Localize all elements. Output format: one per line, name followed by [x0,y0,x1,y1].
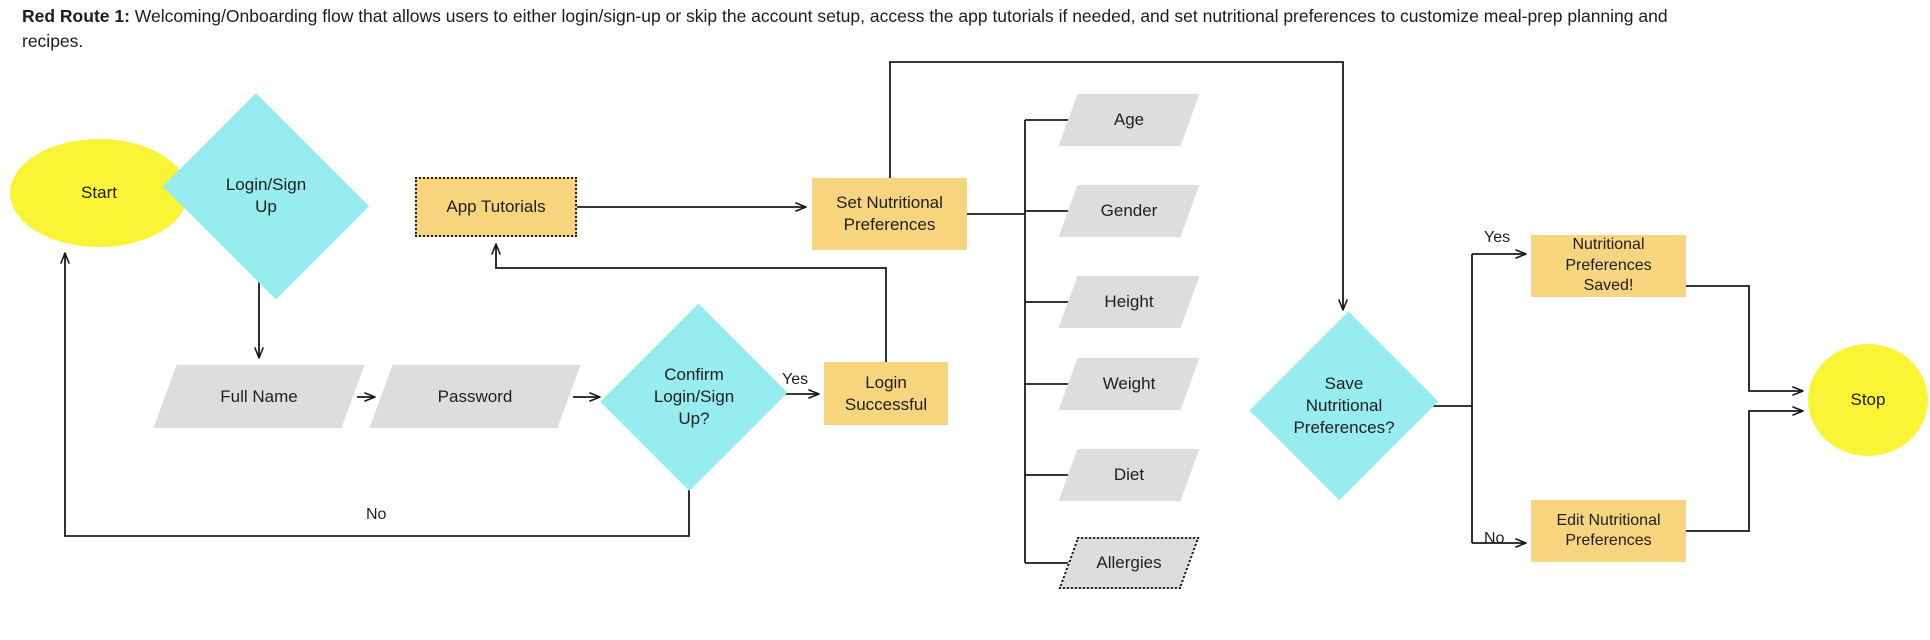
node-height-label: Height [1104,292,1154,312]
node-diet-label: Diet [1113,465,1145,485]
edge-setnutr-to-save [889,61,1348,311]
node-stop-label: Stop [1850,390,1886,410]
node-weight-label: Weight [1102,374,1156,394]
edge-saved-to-stop [1686,285,1804,396]
node-preferences-saved[interactable]: Nutritional Preferences Saved! [1531,235,1686,297]
caption-text: Welcoming/Onboarding flow that allows us… [22,6,1668,51]
node-weight[interactable]: Weight [1058,358,1200,410]
node-set-nutritional-preferences-label: Set Nutritional Preferences [836,193,943,234]
page-title: Red Route 1: Welcoming/Onboarding flow t… [22,4,1702,54]
edge-edit-to-stop [1686,406,1804,532]
node-preferences-saved-label: Nutritional Preferences Saved! [1565,236,1652,295]
node-edit-preferences[interactable]: Edit Nutritional Preferences [1531,500,1686,562]
node-confirm-login[interactable]: Confirm Login/Sign Up? [600,299,788,495]
node-age-label: Age [1113,110,1145,130]
node-save-nutritional-preferences[interactable]: Save Nutritional Preferences? [1249,307,1439,505]
caption-lead: Red Route 1: [22,6,130,26]
node-save-nutritional-preferences-label: Save Nutritional Preferences? [1293,374,1395,437]
node-full-name[interactable]: Full Name [153,365,365,428]
node-diet[interactable]: Diet [1058,449,1200,501]
edge-label-save-yes: Yes [1484,229,1511,246]
edge-success-to-tutorials [491,243,887,362]
edge-label-save-no: No [1484,530,1505,547]
node-login-successful-label: Login Successful [844,372,928,414]
node-login-successful[interactable]: Login Successful [824,362,948,425]
node-app-tutorials[interactable]: App Tutorials [415,177,577,237]
node-password[interactable]: Password [369,365,581,428]
node-start-label: Start [81,183,117,203]
node-edit-preferences-label: Edit Nutritional Preferences [1556,511,1661,549]
edge-confirm-no-to-start [60,252,690,537]
node-allergies-label: Allergies [1096,553,1162,573]
node-age[interactable]: Age [1058,94,1200,146]
node-password-label: Password [437,386,513,406]
node-gender-label: Gender [1100,201,1158,221]
node-height[interactable]: Height [1058,276,1200,328]
edge-label-confirm-yes: Yes [782,371,809,388]
node-stop[interactable]: Stop [1808,344,1928,456]
node-confirm-login-label: Confirm Login/Sign Up? [653,365,735,428]
node-start[interactable]: Start [10,139,188,247]
node-login-signup[interactable]: Login/Sign Up [153,93,379,299]
node-set-nutritional-preferences[interactable]: Set Nutritional Preferences [812,178,967,250]
node-login-signup-label: Login/Sign Up [225,175,307,216]
node-gender[interactable]: Gender [1058,185,1200,237]
node-allergies[interactable]: Allergies [1058,537,1200,589]
edge-label-confirm-no: No [366,506,387,523]
node-app-tutorials-label: App Tutorials [446,197,546,217]
node-full-name-label: Full Name [220,386,298,406]
